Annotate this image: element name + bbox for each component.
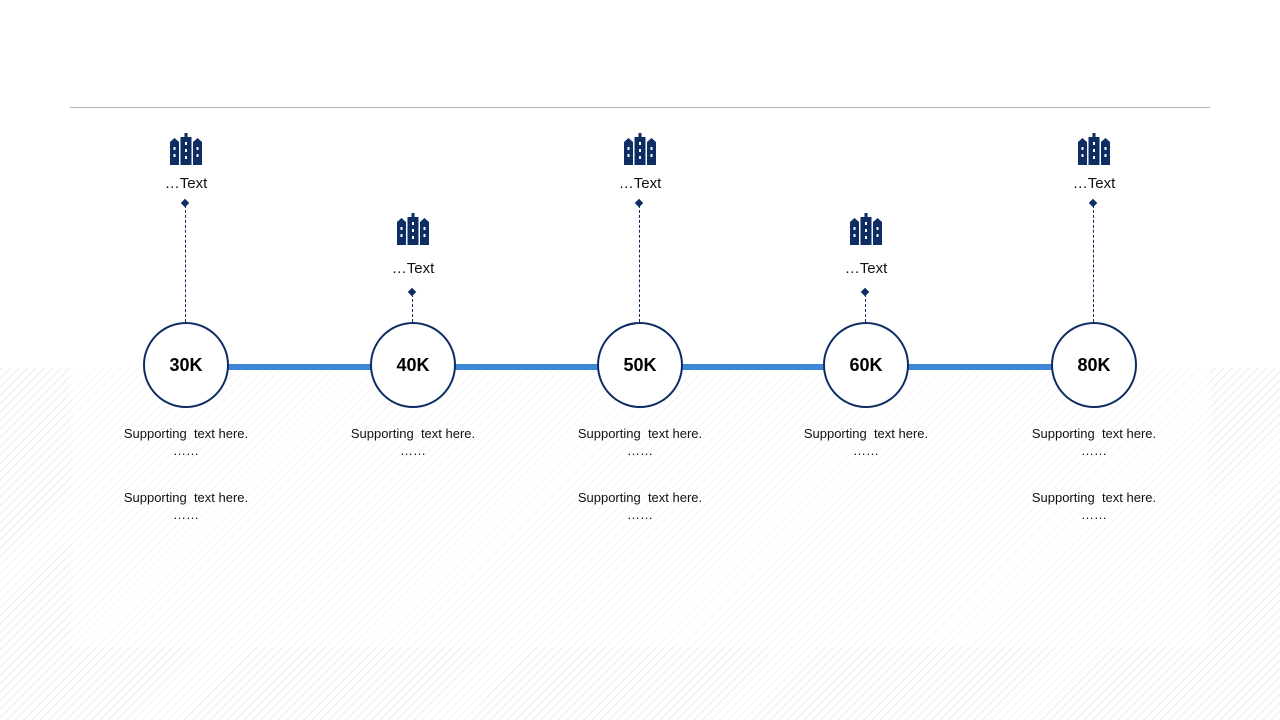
supporting-text: Supporting text here. …… — [1014, 425, 1174, 459]
supporting-text: Supporting text here. …… — [106, 425, 266, 459]
milestone-value: 60K — [849, 354, 883, 375]
milestone-40k: …Text 40K Supporting text here. …… — [0, 0, 475, 458]
supporting-text-ellipsis: …… — [853, 443, 879, 458]
buildings-icon — [623, 133, 657, 165]
supporting-text-line: Supporting text here. — [803, 426, 929, 441]
dashed-connector — [185, 205, 186, 322]
milestone-60k: …Text 60K Supporting text here. …… — [0, 0, 928, 458]
supporting-text-ellipsis: …… — [627, 507, 653, 522]
milestone-circle: 30K — [143, 322, 229, 408]
supporting-text: Supporting text here. …… — [1014, 489, 1174, 523]
milestone-30k: …Text 30K Supporting text here. …… Supportin… — [0, 0, 248, 522]
content-panel — [70, 368, 1210, 646]
supporting-text-line: Supporting text here. — [577, 426, 703, 441]
supporting-text-line: Supporting text here. — [1031, 426, 1157, 441]
supporting-text-line: Supporting text here. — [123, 426, 249, 441]
milestone-value: 50K — [623, 354, 657, 375]
dashed-connector — [412, 294, 413, 322]
dashed-connector — [1093, 205, 1094, 322]
supporting-text: Supporting text here. …… — [786, 425, 946, 459]
supporting-text-ellipsis: …… — [173, 443, 199, 458]
milestone-circle: 60K — [823, 322, 909, 408]
milestone-label: …Text — [1072, 175, 1116, 192]
supporting-text: Supporting text here. …… — [560, 489, 720, 523]
supporting-text-ellipsis: …… — [400, 443, 426, 458]
buildings-icon — [396, 213, 430, 245]
supporting-text: Supporting text here. …… — [333, 425, 493, 459]
dashed-connector — [639, 205, 640, 322]
supporting-text-ellipsis: …… — [1081, 443, 1107, 458]
supporting-text-line: Supporting text here. — [577, 490, 703, 505]
milestone-circle: 80K — [1051, 322, 1137, 408]
buildings-icon — [849, 213, 883, 245]
supporting-text-ellipsis: …… — [627, 443, 653, 458]
supporting-text: Supporting text here. …… — [560, 425, 720, 459]
supporting-text-line: Supporting text here. — [1031, 490, 1157, 505]
milestone-label: …Text — [164, 175, 208, 192]
supporting-text-line: Supporting text here. — [123, 490, 249, 505]
milestone-label: …Text — [844, 260, 888, 277]
milestone-label: …Text — [391, 260, 435, 277]
top-divider — [70, 107, 1210, 108]
milestone-circle: 50K — [597, 322, 683, 408]
milestone-value: 40K — [396, 354, 430, 375]
supporting-text-ellipsis: …… — [173, 507, 199, 522]
milestone-value: 30K — [169, 354, 203, 375]
milestone-label: …Text — [618, 175, 662, 192]
milestone-value: 80K — [1077, 354, 1111, 375]
supporting-text: Supporting text here. …… — [106, 489, 266, 523]
supporting-text-line: Supporting text here. — [350, 426, 476, 441]
buildings-icon — [1077, 133, 1111, 165]
milestone-circle: 40K — [370, 322, 456, 408]
dashed-connector — [865, 294, 866, 322]
supporting-text-ellipsis: …… — [1081, 507, 1107, 522]
buildings-icon — [169, 133, 203, 165]
